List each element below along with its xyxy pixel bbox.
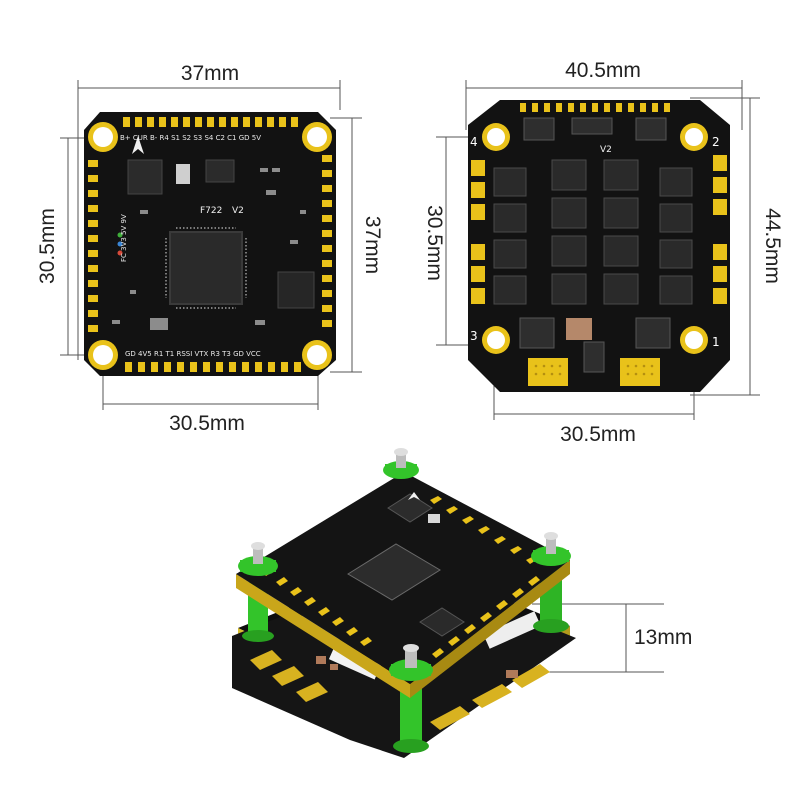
fc-bottom-pads bbox=[125, 362, 301, 372]
esc-corner-number-1: 1 bbox=[712, 335, 720, 349]
fc-gyro-chip bbox=[127, 159, 163, 195]
esc-right-dimension: 44.5mm bbox=[761, 208, 784, 284]
fc-top-pads bbox=[123, 117, 298, 127]
esc-bottom-dimension: 30.5mm bbox=[560, 423, 636, 446]
esc-corner-number-2: 2 bbox=[712, 135, 720, 149]
stack-top-standoffs bbox=[238, 461, 571, 681]
stack-esc-gold-pads bbox=[250, 650, 550, 730]
esc-capacitor bbox=[566, 318, 592, 340]
fc-regulator-chip bbox=[277, 271, 315, 309]
fc-top-dimension: 37mm bbox=[181, 62, 239, 85]
fc-left-dimension: 30.5mm bbox=[36, 208, 59, 284]
fc-board-drawing: 37mm 30.5mm 30.5mm 37mm bbox=[36, 62, 384, 435]
esc-motor-pads-left bbox=[471, 160, 485, 304]
esc-board-drawing: 40.5mm 30.5mm 30.5mm 44.5mm bbox=[423, 59, 784, 446]
esc-battery-pad-positive bbox=[620, 358, 660, 386]
fc-bottom-dimension: 30.5mm bbox=[169, 412, 245, 435]
fc-small-components bbox=[112, 168, 306, 330]
esc-battery-pad-negative bbox=[528, 358, 568, 386]
stack-fc-board-side-left bbox=[236, 574, 410, 698]
stack-fc-mcu-chip bbox=[347, 543, 441, 601]
fc-mcu-chip bbox=[169, 231, 243, 305]
fc-dimension-lines bbox=[60, 80, 362, 410]
fc-right-pads bbox=[322, 155, 332, 327]
esc-mounting-holes bbox=[482, 123, 708, 354]
fc-logo-arrow bbox=[132, 136, 144, 154]
esc-motor-pads-right bbox=[713, 155, 727, 304]
fc-right-dimension: 37mm bbox=[361, 216, 384, 274]
fc-left-pads bbox=[88, 160, 98, 332]
fc-mcu-pins bbox=[165, 227, 247, 309]
esc-corner-number-4: 4 bbox=[470, 135, 478, 149]
fc-mounting-holes bbox=[88, 122, 332, 370]
esc-dimension-lines bbox=[436, 80, 760, 420]
stack-screws bbox=[251, 448, 558, 668]
fc-leds bbox=[117, 232, 123, 256]
esc-corner-number-3: 3 bbox=[470, 329, 478, 343]
stack-fc-regulator-chip bbox=[419, 607, 465, 637]
fc-crystal bbox=[176, 164, 190, 184]
stack-fc-gyro-chip bbox=[387, 493, 433, 523]
stack-fc-gold-pads bbox=[262, 496, 540, 658]
esc-top-dimension: 40.5mm bbox=[565, 59, 641, 82]
stack-esc-components bbox=[316, 656, 518, 678]
stack-drawing: 13mm bbox=[232, 448, 692, 758]
fc-led-labels: FC 3V3 5V 9V bbox=[120, 214, 128, 262]
fc-bottom-pin-labels: GD 4V5 R1 T1 RSSI VTX R3 T3 GD VCC bbox=[125, 350, 261, 358]
fc-chip-label: F722 bbox=[200, 206, 222, 216]
fc-flash-chip bbox=[205, 159, 235, 183]
stack-fc-crystal bbox=[428, 514, 440, 523]
stack-fc-logo-arrow bbox=[408, 492, 420, 500]
esc-left-dimension: 30.5mm bbox=[423, 205, 446, 281]
esc-top-pads bbox=[520, 103, 670, 112]
esc-driver-chips bbox=[519, 117, 671, 373]
esc-battery-pad-vias bbox=[534, 364, 654, 376]
stack-fc-board-side-right bbox=[410, 560, 570, 698]
esc-version-label: V2 bbox=[600, 145, 612, 155]
fc-top-pin-labels: B+ CUR B- R4 S1 S2 S3 S4 C2 C1 GD 5V bbox=[120, 134, 261, 142]
stack-height-dimension: 13mm bbox=[634, 626, 692, 649]
esc-mosfets bbox=[493, 159, 693, 305]
fc-version-label: V2 bbox=[232, 206, 244, 216]
